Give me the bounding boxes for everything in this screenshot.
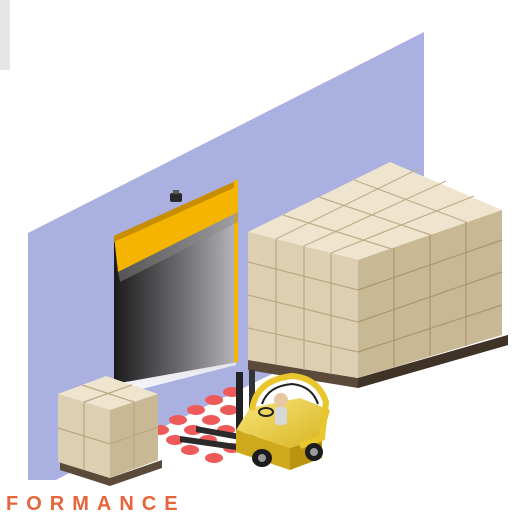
edge-shadow <box>0 0 10 70</box>
pallet-stack-small <box>58 376 162 486</box>
brand-wordmark: FORMANCE <box>6 492 186 516</box>
